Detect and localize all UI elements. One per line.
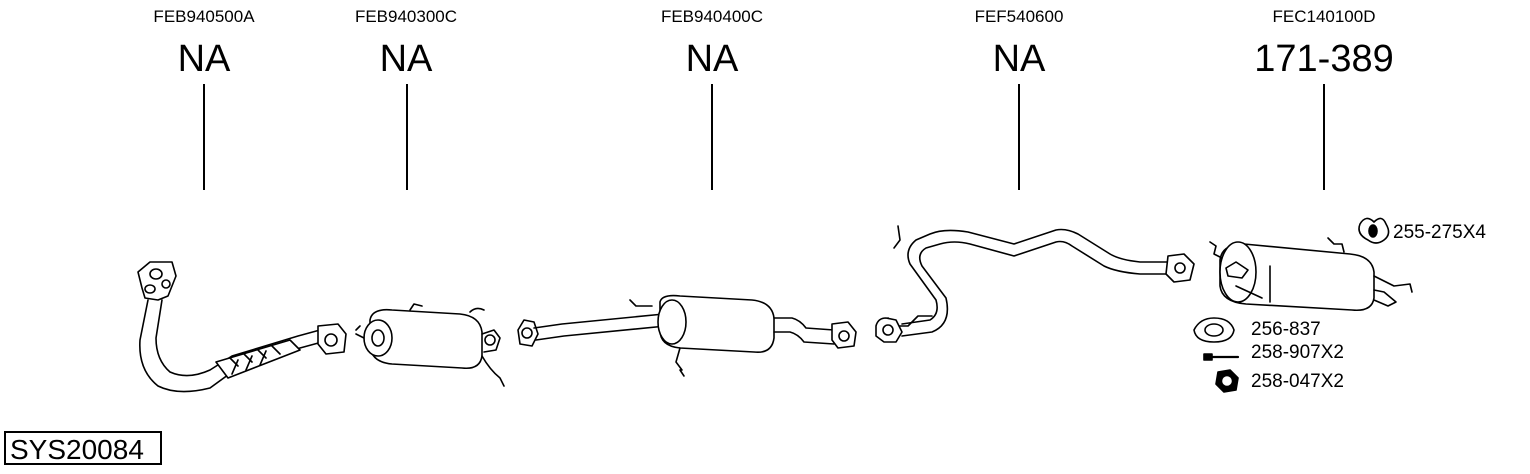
accessory-label-bolt: 258-907X2 (1251, 342, 1344, 363)
intermediate-pipe-drawing (875, 225, 1195, 343)
leader-line-1 (203, 84, 205, 190)
leader-line-4 (1018, 84, 1020, 190)
front-silencer-drawing (355, 303, 505, 387)
center-silencer-drawing (517, 294, 857, 377)
gasket-icon (1193, 317, 1235, 343)
accessory-label-hanger: 255-275X4 (1393, 222, 1486, 243)
part-code-2: FEB940300C (354, 7, 458, 26)
nut-icon (1215, 369, 1239, 393)
rear-silencer-drawing (1209, 237, 1413, 312)
part-number-3: NA (685, 38, 739, 80)
part-number-1: NA (177, 38, 231, 80)
leader-line-5 (1323, 84, 1325, 190)
part-code-3: FEB940400C (660, 7, 764, 26)
accessory-label-gasket: 256-837 (1251, 319, 1321, 340)
part-number-5: 171-389 (1254, 38, 1394, 80)
part-number-4: NA (992, 38, 1046, 80)
part-code-1: FEB940500A (153, 7, 255, 26)
bolt-icon (1203, 353, 1240, 361)
accessory-label-nut: 258-047X2 (1251, 371, 1344, 392)
leader-line-2 (406, 84, 408, 190)
system-id-box: SYS20084 (4, 431, 162, 465)
part-number-2: NA (379, 38, 433, 80)
leader-line-3 (711, 84, 713, 190)
part-code-4: FEF540600 (974, 7, 1064, 26)
rubber-hanger-icon (1358, 217, 1390, 244)
part-code-5: FEC140100D (1272, 7, 1376, 26)
front-pipe-drawing (137, 261, 347, 393)
